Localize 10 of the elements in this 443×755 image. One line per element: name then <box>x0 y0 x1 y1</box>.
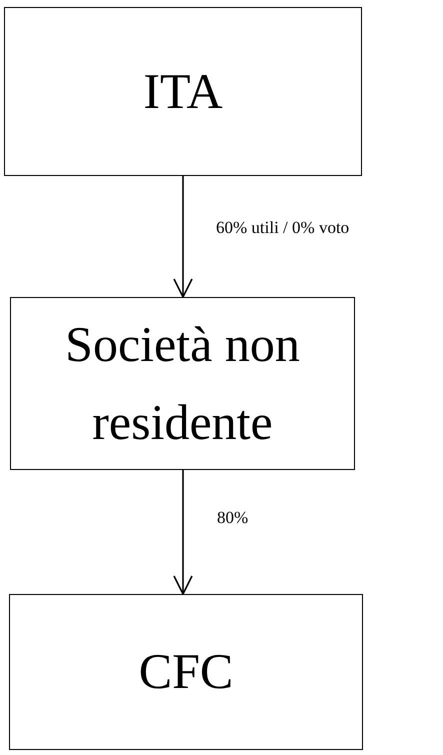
entity-box <box>4 7 362 176</box>
edge-label: 60% utili / 0% voto <box>216 218 350 238</box>
entity-name: ITA <box>143 62 223 121</box>
arrow <box>173 176 193 298</box>
entity-box <box>9 594 363 750</box>
edge-label: 80% <box>217 508 248 528</box>
entity-name: CFC <box>138 642 234 702</box>
arrow <box>173 470 193 595</box>
entity-box <box>10 297 355 470</box>
entity-name: Società non residente <box>64 315 301 452</box>
